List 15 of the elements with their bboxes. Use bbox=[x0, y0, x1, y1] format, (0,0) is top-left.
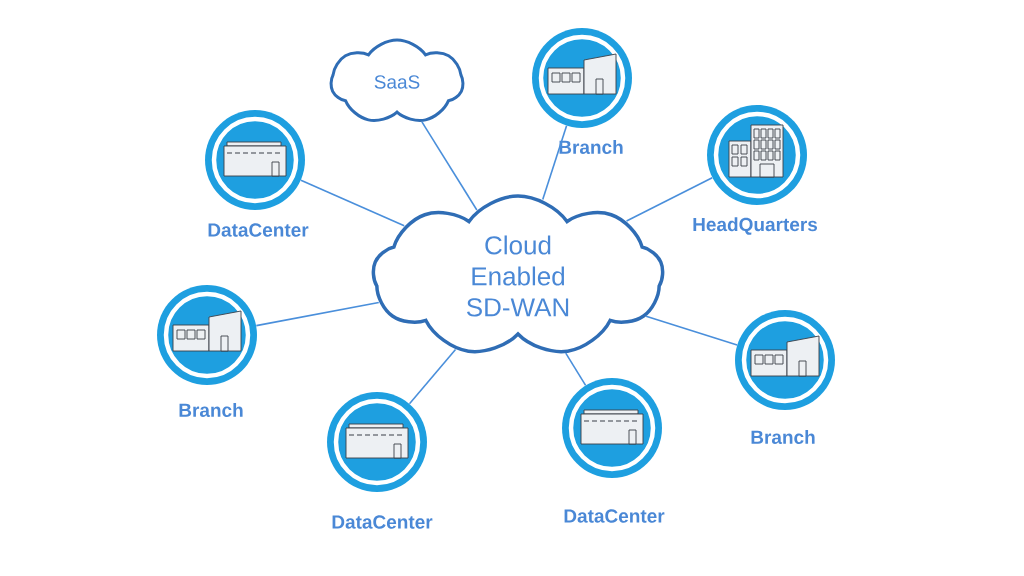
connector-line bbox=[645, 315, 738, 346]
connector-line bbox=[421, 121, 478, 211]
site-label: DataCenter bbox=[208, 223, 309, 237]
site-label: Branch bbox=[179, 403, 243, 417]
site-label: Branch bbox=[751, 430, 815, 444]
site-label: HeadQuarters bbox=[693, 217, 818, 235]
connector-line bbox=[625, 176, 713, 222]
connector-line bbox=[564, 352, 587, 387]
site-label: DataCenter bbox=[564, 509, 665, 523]
site-label: Branch bbox=[559, 140, 623, 154]
connector-line bbox=[255, 301, 380, 327]
connector-line bbox=[541, 124, 568, 201]
connector-line bbox=[300, 179, 405, 227]
connector-line bbox=[408, 348, 457, 405]
site-label: DataCenter bbox=[332, 515, 433, 529]
